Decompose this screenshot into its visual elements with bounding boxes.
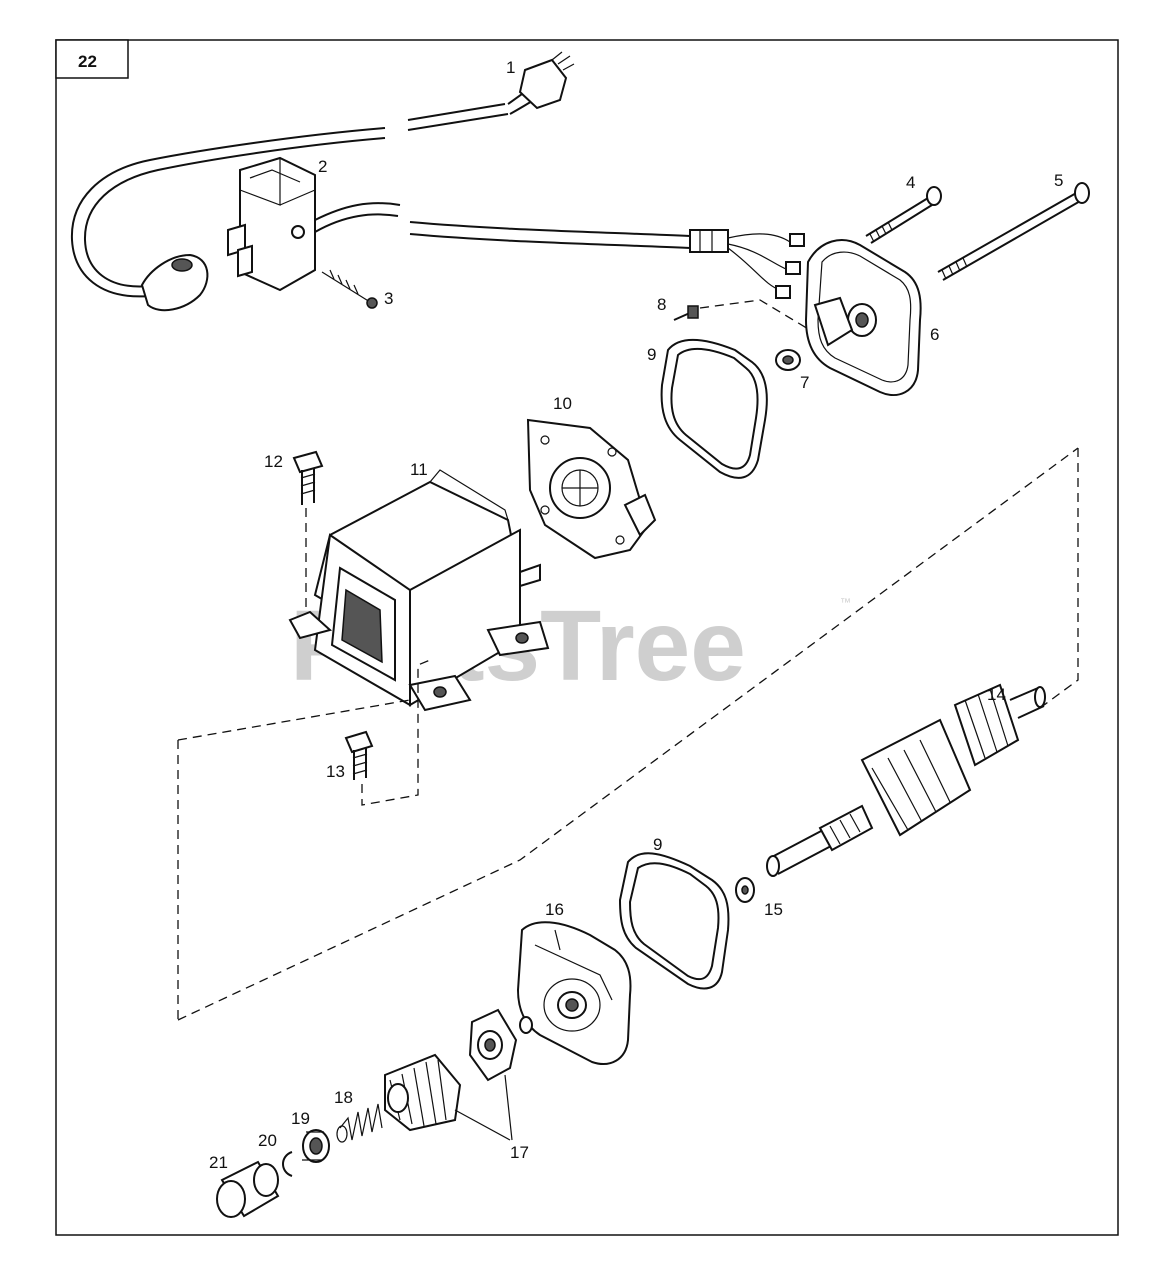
part-housing-bolt-upper xyxy=(292,450,324,612)
callout-10: 10 xyxy=(553,394,572,413)
callout-19: 19 xyxy=(291,1109,310,1128)
part-long-through-bolt xyxy=(937,182,1090,281)
part-motor-housing xyxy=(288,469,550,712)
part-brush-plate xyxy=(526,418,657,560)
part-end-cap xyxy=(804,239,922,397)
figure-number-box: 22 xyxy=(55,39,129,79)
callout-5: 5 xyxy=(1054,171,1063,190)
callout-labels: 1 2 3 4 5 6 7 8 9 9 10 11 12 13 14 15 16… xyxy=(209,58,1063,1172)
part-drive-end-cap xyxy=(516,921,632,1065)
callout-15: 15 xyxy=(764,900,783,919)
part-armature xyxy=(766,683,1046,877)
watermark-trademark: ™ xyxy=(840,597,851,609)
callout-4: 4 xyxy=(906,173,915,192)
callout-8: 8 xyxy=(657,295,666,314)
callout-9-lower: 9 xyxy=(653,835,662,854)
callout-21: 21 xyxy=(209,1153,228,1172)
part-wire-harness xyxy=(689,229,805,299)
callout-13: 13 xyxy=(326,762,345,781)
part-end-cap-cover xyxy=(216,1160,280,1218)
part-spring xyxy=(336,1103,383,1143)
part-retaining-ring xyxy=(282,1151,293,1177)
part-short-bolt xyxy=(865,186,942,244)
assembly-guide-lines xyxy=(177,447,1079,1021)
callout-7: 7 xyxy=(800,373,809,392)
callout-14: 14 xyxy=(987,685,1006,704)
callout-9-upper: 9 xyxy=(647,345,656,364)
part-power-cord-plug xyxy=(70,51,575,312)
part-gasket-lower xyxy=(618,852,730,990)
figure-number: 22 xyxy=(78,52,97,71)
callout-18: 18 xyxy=(334,1088,353,1107)
part-switch-box xyxy=(227,156,691,292)
callout-11: 11 xyxy=(410,460,428,479)
part-collar xyxy=(302,1129,330,1163)
part-washer xyxy=(775,349,801,371)
part-drive-pinion xyxy=(384,1008,518,1141)
callout-6: 6 xyxy=(930,325,939,344)
part-thrust-washer xyxy=(735,877,755,903)
callout-3: 3 xyxy=(384,289,393,308)
callout-2: 2 xyxy=(318,157,327,176)
part-housing-bolt-lower xyxy=(344,659,431,806)
callout-12: 12 xyxy=(264,452,283,471)
part-switch-screw xyxy=(321,269,378,309)
callout-20: 20 xyxy=(258,1131,277,1150)
part-small-screw xyxy=(673,299,811,331)
callout-16: 16 xyxy=(545,900,564,919)
part-gasket-upper xyxy=(660,338,768,479)
callout-17: 17 xyxy=(510,1143,529,1162)
diagram-frame xyxy=(55,39,1119,1236)
callout-1: 1 xyxy=(506,58,515,77)
